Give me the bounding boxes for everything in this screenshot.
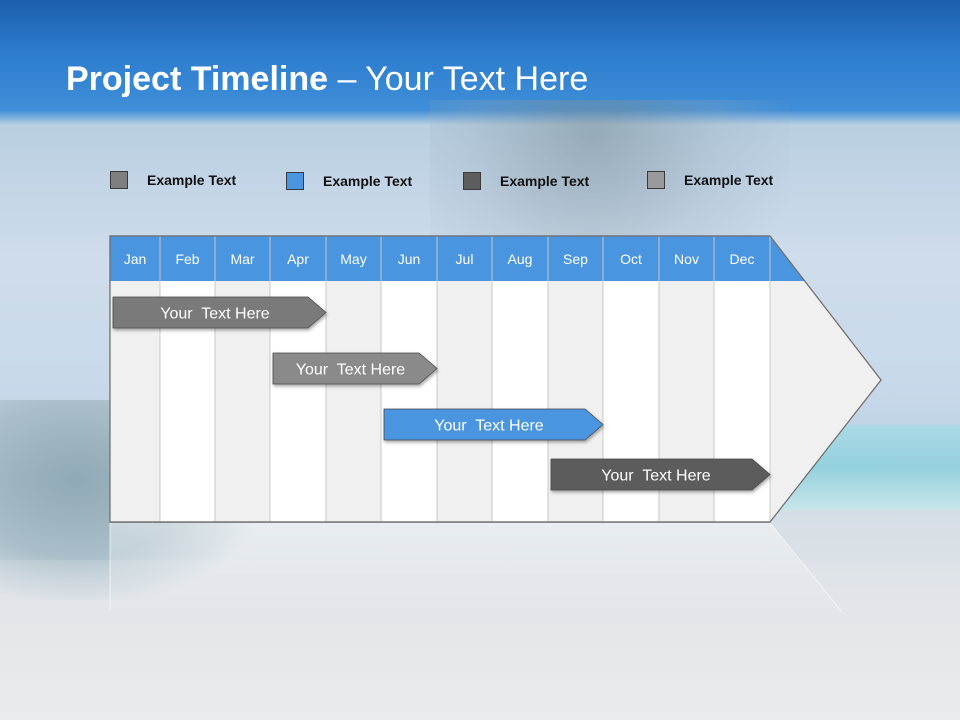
month-header-cell[interactable]: [326, 236, 381, 281]
timeline-arrow-head: [770, 236, 881, 522]
task-arrow[interactable]: [383, 408, 604, 441]
task-arrow[interactable]: [112, 296, 327, 329]
month-label: Mar: [230, 251, 254, 267]
month-column: [492, 281, 548, 522]
month-label: Nov: [674, 251, 699, 267]
legend-swatch-2: [286, 172, 304, 190]
month-header-cell[interactable]: [270, 236, 326, 281]
timeline-outline: [109, 235, 882, 523]
task-label: Your Text Here: [296, 362, 406, 379]
legend-label-1: Example Text: [147, 172, 237, 188]
task-arrow[interactable]: [550, 458, 771, 491]
month-header-cell[interactable]: [437, 236, 492, 281]
month-label: Feb: [175, 251, 199, 267]
task-bar-3[interactable]: Your Text Here: [383, 408, 604, 441]
legend-swatch-3: [463, 172, 481, 190]
task-label: Your Text Here: [601, 468, 711, 485]
month-label: Aug: [508, 251, 533, 267]
legend-label-4: Example Text: [684, 172, 774, 188]
month-header-cell[interactable]: [603, 236, 659, 281]
month-header-cell[interactable]: [714, 236, 770, 281]
task-bar-4[interactable]: Your Text Here: [550, 458, 771, 491]
task-bar-1[interactable]: Your Text Here: [112, 296, 327, 329]
title-rest: – Your Text Here: [328, 60, 589, 98]
legend-swatch-1: [110, 171, 128, 189]
month-column: [381, 281, 437, 522]
month-label: Jun: [398, 251, 421, 267]
month-column: [437, 281, 492, 522]
month-label: Jul: [456, 251, 474, 267]
task-label: Your Text Here: [434, 418, 544, 435]
slide-title[interactable]: Project Timeline – Your Text Here: [66, 60, 588, 99]
task-arrow[interactable]: [272, 352, 438, 385]
month-label: Oct: [620, 251, 642, 267]
month-header-cell[interactable]: [160, 236, 215, 281]
month-header-cell[interactable]: [548, 236, 603, 281]
month-header-cell[interactable]: [381, 236, 437, 281]
month-label: May: [340, 251, 366, 267]
task-bar-2[interactable]: Your Text Here: [272, 352, 438, 385]
month-label: Apr: [287, 251, 309, 267]
reflection-edge-right: [769, 522, 843, 613]
month-header-cell[interactable]: [492, 236, 548, 281]
month-header-cell[interactable]: [110, 236, 160, 281]
timeline-reflection: [110, 523, 842, 615]
month-label: Dec: [730, 251, 755, 267]
month-label: Jan: [124, 251, 147, 267]
legend-label-2: Example Text: [323, 173, 413, 189]
legend-label-3: Example Text: [500, 173, 590, 189]
title-bold: Project Timeline: [66, 60, 329, 98]
legend-swatch-4: [647, 171, 665, 189]
month-header-cell[interactable]: [215, 236, 270, 281]
task-label: Your Text Here: [160, 306, 270, 323]
month-label: Sep: [563, 251, 588, 267]
month-column: [326, 281, 381, 522]
month-header-cell[interactable]: [659, 236, 714, 281]
